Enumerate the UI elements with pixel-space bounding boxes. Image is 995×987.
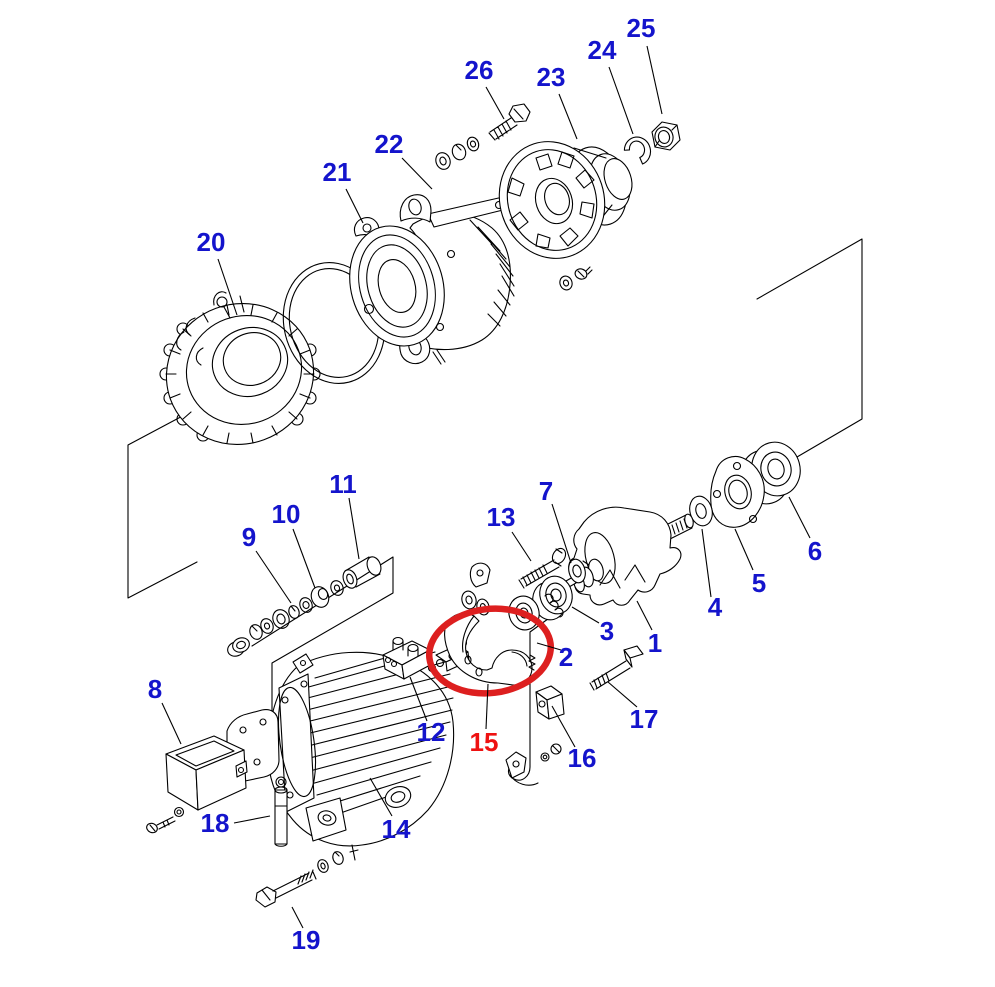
leader-line-4 [701, 528, 712, 598]
leader-line-18 [233, 815, 271, 824]
leader-line-16 [551, 705, 576, 748]
part-14-rear-housing [267, 647, 455, 861]
part-25-nut [651, 121, 681, 151]
part-21-front-housing [349, 194, 515, 365]
leader-line-5 [734, 528, 754, 571]
leader-line-25 [646, 45, 663, 115]
part-18-pin [274, 776, 288, 847]
brush-spring-bracket [505, 743, 562, 786]
part-24-snap-ring [623, 136, 652, 165]
part-label-10: 10 [272, 499, 301, 529]
leader-line-19 [291, 906, 304, 929]
part-20-stator [159, 291, 321, 446]
part-label-5: 5 [752, 568, 766, 598]
leader-line-14 [369, 777, 393, 817]
part-label-26: 26 [465, 55, 494, 85]
part-label-11: 11 [329, 469, 357, 499]
part-label-23: 23 [537, 62, 566, 92]
part-label-2: 2 [559, 642, 573, 672]
part-label-15: 15 [470, 727, 499, 757]
part-label-14: 14 [382, 814, 411, 844]
leader-line-11 [348, 497, 360, 560]
part-16-mount [535, 685, 565, 720]
part-label-18: 18 [201, 808, 230, 838]
leader-line-15 [485, 683, 489, 730]
part-label-13: 13 [487, 502, 516, 532]
leader-line-7 [551, 503, 572, 564]
part-13-bolt [518, 547, 567, 589]
part-label-20: 20 [197, 227, 226, 257]
part-label-3: 3 [600, 616, 614, 646]
leader-line-3 [571, 606, 600, 624]
leader-line-2 [536, 642, 562, 651]
labels-layer: 1234567891011121314151617181920212223242… [148, 13, 822, 955]
part-label-9: 9 [242, 522, 256, 552]
leader-line-12 [409, 676, 428, 722]
leader-line-24 [608, 66, 634, 135]
part-label-21: 21 [323, 157, 352, 187]
part-1-rotor [565, 506, 694, 606]
part-17-bolt [589, 645, 644, 691]
part-4-washer [689, 495, 713, 527]
part-label-22: 22 [375, 129, 404, 159]
part-label-19: 19 [292, 925, 321, 955]
part-5-retainer-plate [710, 455, 765, 528]
part-19-bolt [255, 851, 344, 908]
leader-line-1 [636, 600, 653, 631]
part-label-1: 1 [648, 628, 662, 658]
highlight-ellipse-part-15 [425, 605, 555, 697]
part-label-16: 16 [568, 743, 597, 773]
leader-line-17 [607, 681, 638, 708]
leader-line-10 [292, 528, 316, 589]
part-11-spacer-tube [342, 556, 382, 589]
part-label-12: 12 [417, 717, 446, 747]
part-7-collar [568, 558, 590, 584]
part-3-bearing [532, 575, 573, 621]
leader-line-13 [511, 531, 532, 562]
part-label-7: 7 [539, 476, 553, 506]
part-26-washers [435, 136, 480, 170]
part-label-17: 17 [630, 704, 659, 734]
leader-line-21 [345, 188, 364, 224]
leader-line-9 [255, 550, 292, 604]
leader-line-6 [788, 496, 811, 539]
leader-line-26 [485, 86, 505, 120]
leader-line-20 [217, 258, 238, 316]
part-23-pulley [498, 141, 633, 259]
leader-line-23 [558, 93, 578, 140]
leader-line-22 [401, 157, 433, 190]
part-26-bolt [488, 103, 531, 141]
pulley-screw-and-washer [559, 266, 593, 291]
part-8-regulator [165, 709, 280, 811]
part-label-8: 8 [148, 674, 162, 704]
part-10-insulator-bushing [310, 586, 330, 608]
part-label-6: 6 [808, 536, 822, 566]
part-label-25: 25 [627, 13, 656, 43]
part-9-terminal-hardware [227, 580, 344, 657]
part-label-4: 4 [708, 592, 723, 622]
leader-line-8 [161, 702, 182, 745]
regulator-screw-and-washer [146, 806, 185, 834]
part-label-24: 24 [588, 35, 617, 65]
part-15-brush-holder [444, 612, 536, 686]
